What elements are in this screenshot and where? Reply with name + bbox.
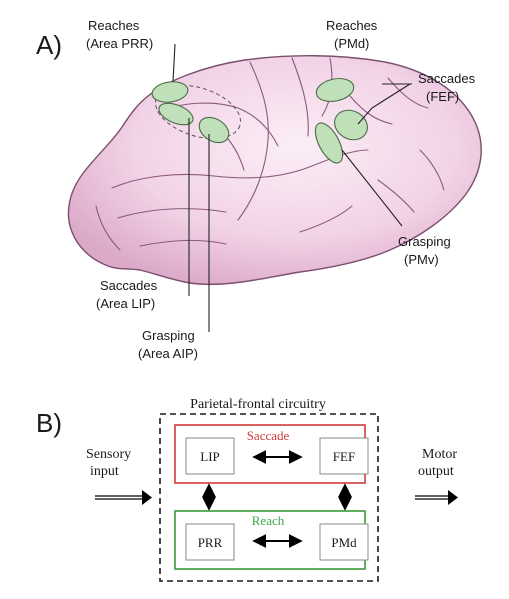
label-pmv-name: Grasping: [398, 234, 451, 249]
sensory-input-line2: input: [90, 464, 119, 479]
label-fef-area: (FEF): [426, 89, 459, 104]
prr-node-label: PRR: [198, 535, 223, 550]
panel-a-label: A): [36, 30, 62, 60]
label-pmv-area: (PMv): [404, 252, 439, 267]
panel-b-label: B): [36, 408, 62, 438]
lip-node-label: LIP: [200, 449, 220, 464]
brain-hemisphere: [67, 55, 482, 286]
label-lip-name: Saccades: [100, 278, 158, 293]
cortical-areas: [151, 77, 368, 164]
pmd-node: [319, 523, 369, 561]
reach-label: Reach: [252, 513, 285, 528]
label-aip-area: (Area AIP): [138, 346, 198, 361]
fef-node-label: FEF: [333, 449, 355, 464]
area-pmv-shape: [314, 122, 344, 164]
brain-sulci: [95, 57, 445, 251]
panel-b: B) Parietal-frontal circuitry Saccade LI…: [36, 397, 458, 582]
label-prr-area: (Area PRR): [86, 36, 153, 51]
motor-output-arrow: [415, 490, 458, 505]
label-fef-name: Saccades: [418, 71, 476, 86]
brain-illustration: [67, 55, 482, 286]
motor-output-line2: output: [418, 464, 454, 479]
label-lip-area: (Area LIP): [96, 296, 155, 311]
label-prr-name: Reaches: [88, 18, 140, 33]
label-pmd-name: Reaches: [326, 18, 378, 33]
circuit-title: Parietal-frontal circuitry: [190, 397, 326, 412]
circuit-arrows: [202, 450, 352, 548]
area-fef-shape: [334, 109, 368, 141]
panel-a: A): [36, 18, 482, 361]
motor-output-line1: Motor: [422, 447, 457, 462]
label-aip-name: Grasping: [142, 328, 195, 343]
area-pmd-shape: [315, 77, 355, 103]
area-aip-shape: [198, 116, 230, 144]
label-pmd-area: (PMd): [334, 36, 369, 51]
saccade-label: Saccade: [247, 428, 290, 443]
sensory-input-line1: Sensory: [86, 447, 131, 462]
lip-node: [185, 437, 235, 475]
area-labels: Reaches (Area PRR) Reaches (PMd) Saccade…: [86, 18, 476, 361]
pmd-node-label: PMd: [331, 535, 357, 550]
circuit-outer-box: [159, 413, 379, 582]
area-prr-shape: [151, 81, 189, 103]
area-lip-shape: [158, 102, 194, 126]
fef-node: [319, 437, 369, 475]
leader-lines: [172, 43, 412, 332]
sensory-input-arrow: [95, 490, 152, 505]
prr-node: [185, 523, 235, 561]
